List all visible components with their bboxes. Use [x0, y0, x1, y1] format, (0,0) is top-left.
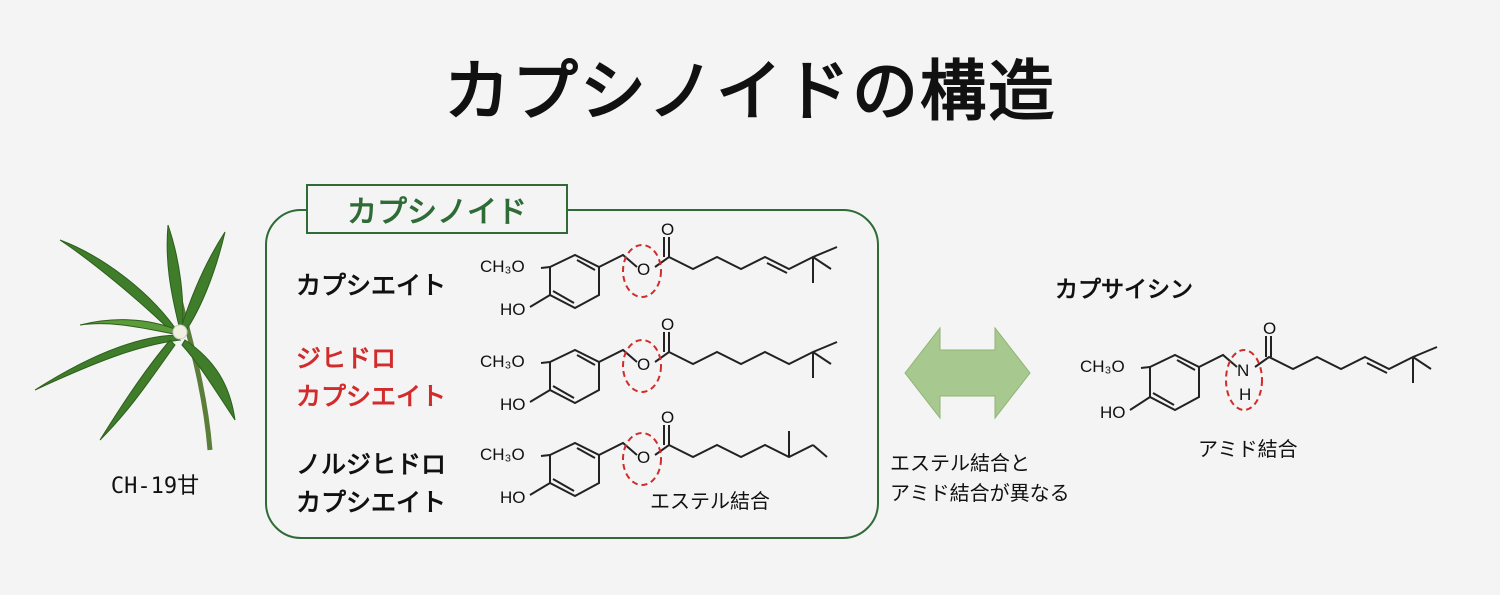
atom-ch3o: CH₃O	[480, 352, 525, 371]
comparison-note-line: アミド結合が異なる	[890, 481, 1070, 505]
compound-name-dihydrocapsiate: ジヒドロ カプシエイト	[296, 340, 446, 416]
compound-name-capsiate: カプシエイト	[296, 267, 446, 305]
pepper-plant-image	[34, 224, 236, 451]
amide-bond-caption: アミド結合	[1198, 437, 1298, 461]
atom-carbonyl-o: O	[1263, 319, 1276, 338]
comparison-note-line: エステル結合と	[890, 451, 1030, 475]
compound-name-line: カプシエイト	[296, 488, 447, 517]
atom-ch3o: CH₃O	[480, 257, 525, 276]
page-title: カプシノイドの構造	[444, 53, 1056, 130]
structure-dihydrocapsiate: CH₃O HO O O	[480, 315, 838, 414]
atom-carbonyl-o: O	[661, 315, 674, 334]
structure-capsaicin: CH₃O HO N H O	[1080, 319, 1438, 422]
compound-name-line: ノルジヒドロ	[296, 450, 447, 479]
compound-name-line: ジヒドロ	[296, 344, 397, 373]
atom-o: O	[637, 260, 650, 279]
atom-ho: HO	[500, 395, 526, 414]
compound-name-line: カプシエイト	[296, 382, 447, 411]
atom-ch3o: CH₃O	[1080, 357, 1125, 376]
comparison-note: エステル結合と アミド結合が異なる	[890, 448, 1070, 508]
structure-nordihydrocapsiate: CH₃O HO O O	[480, 408, 828, 507]
double-arrow-icon	[904, 326, 1031, 420]
atom-ho: HO	[500, 300, 526, 319]
plant-caption: CH-19甘	[110, 474, 200, 499]
compound-name-nordihydrocapsiate: ノルジヒドロ カプシエイト	[296, 446, 446, 522]
atom-o: O	[637, 448, 650, 467]
atom-carbonyl-o: O	[661, 220, 674, 239]
atom-n: N	[1237, 361, 1249, 380]
capsinoid-group-label: カプシノイド	[306, 184, 568, 234]
atom-carbonyl-o: O	[661, 408, 674, 427]
structure-capsiate: CH₃O HO O O	[480, 220, 838, 319]
capsinoid-group-box	[265, 209, 879, 539]
atom-ho: HO	[1100, 403, 1126, 422]
atom-h: H	[1239, 385, 1251, 404]
capsaicin-name: カプサイシン	[1055, 277, 1193, 303]
compound-name-line: カプシエイト	[296, 271, 447, 300]
atom-o: O	[637, 355, 650, 374]
atom-ch3o: CH₃O	[480, 445, 525, 464]
atom-ho: HO	[500, 488, 526, 507]
ester-bond-caption: エステル結合	[650, 489, 770, 513]
